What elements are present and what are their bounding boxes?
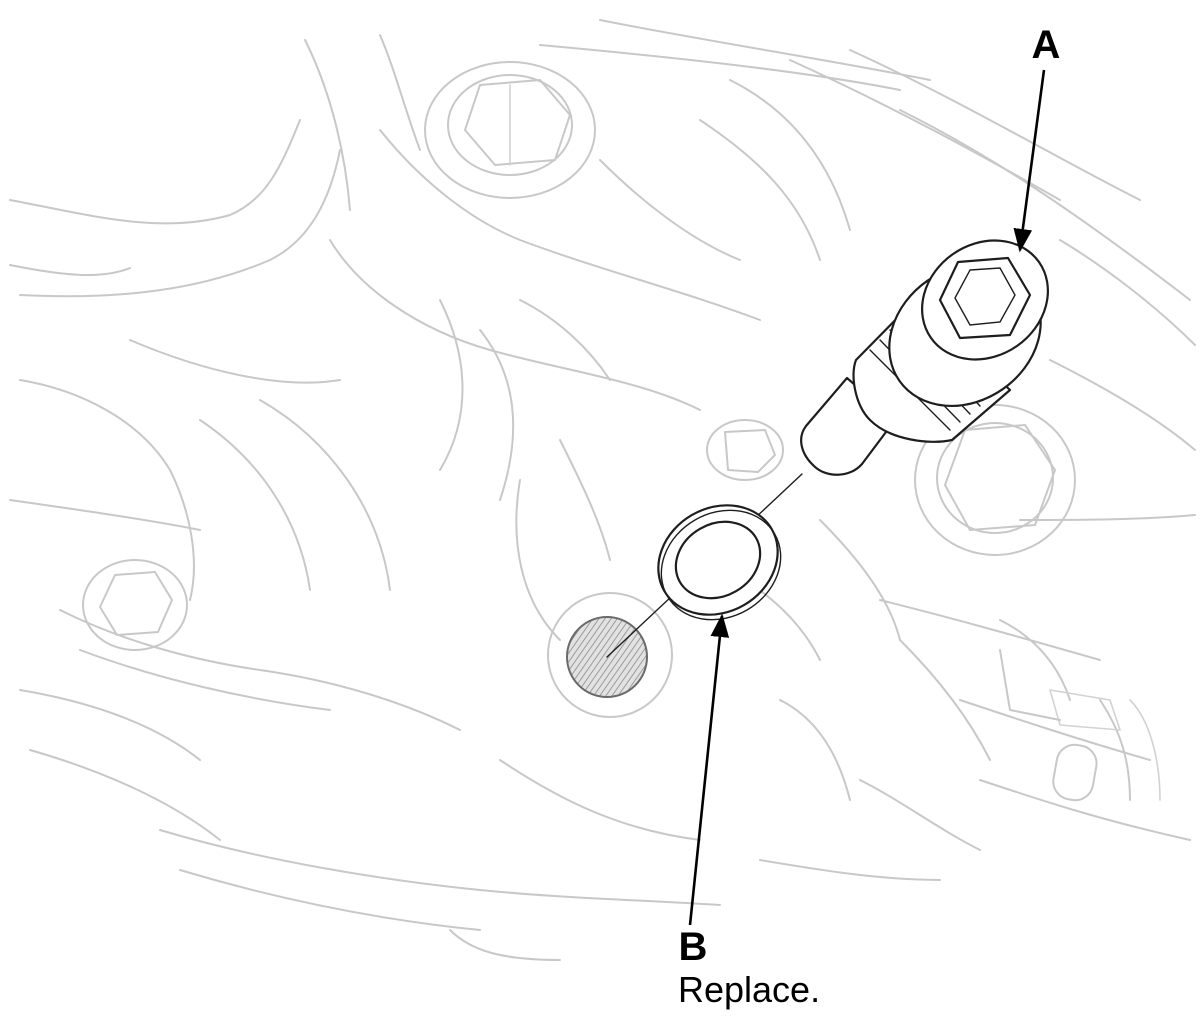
callout-b-letter: B <box>679 925 708 969</box>
callout-a: A <box>1013 23 1061 253</box>
housing-bolt-top <box>424 61 596 199</box>
callout-a-letter: A <box>1032 23 1061 67</box>
transmission-housing <box>9 19 1196 961</box>
drain-plug <box>800 239 1049 476</box>
callout-a-leader <box>1013 69 1046 253</box>
callout-b-note: Replace. <box>678 969 820 1010</box>
housing-small-bolt <box>706 419 784 481</box>
housing-bolt-right <box>914 404 1076 556</box>
sealing-washer <box>657 504 782 621</box>
housing-bolt-left <box>82 559 188 651</box>
callout-b: B Replace. <box>678 613 820 1010</box>
callout-b-leader <box>688 613 730 926</box>
